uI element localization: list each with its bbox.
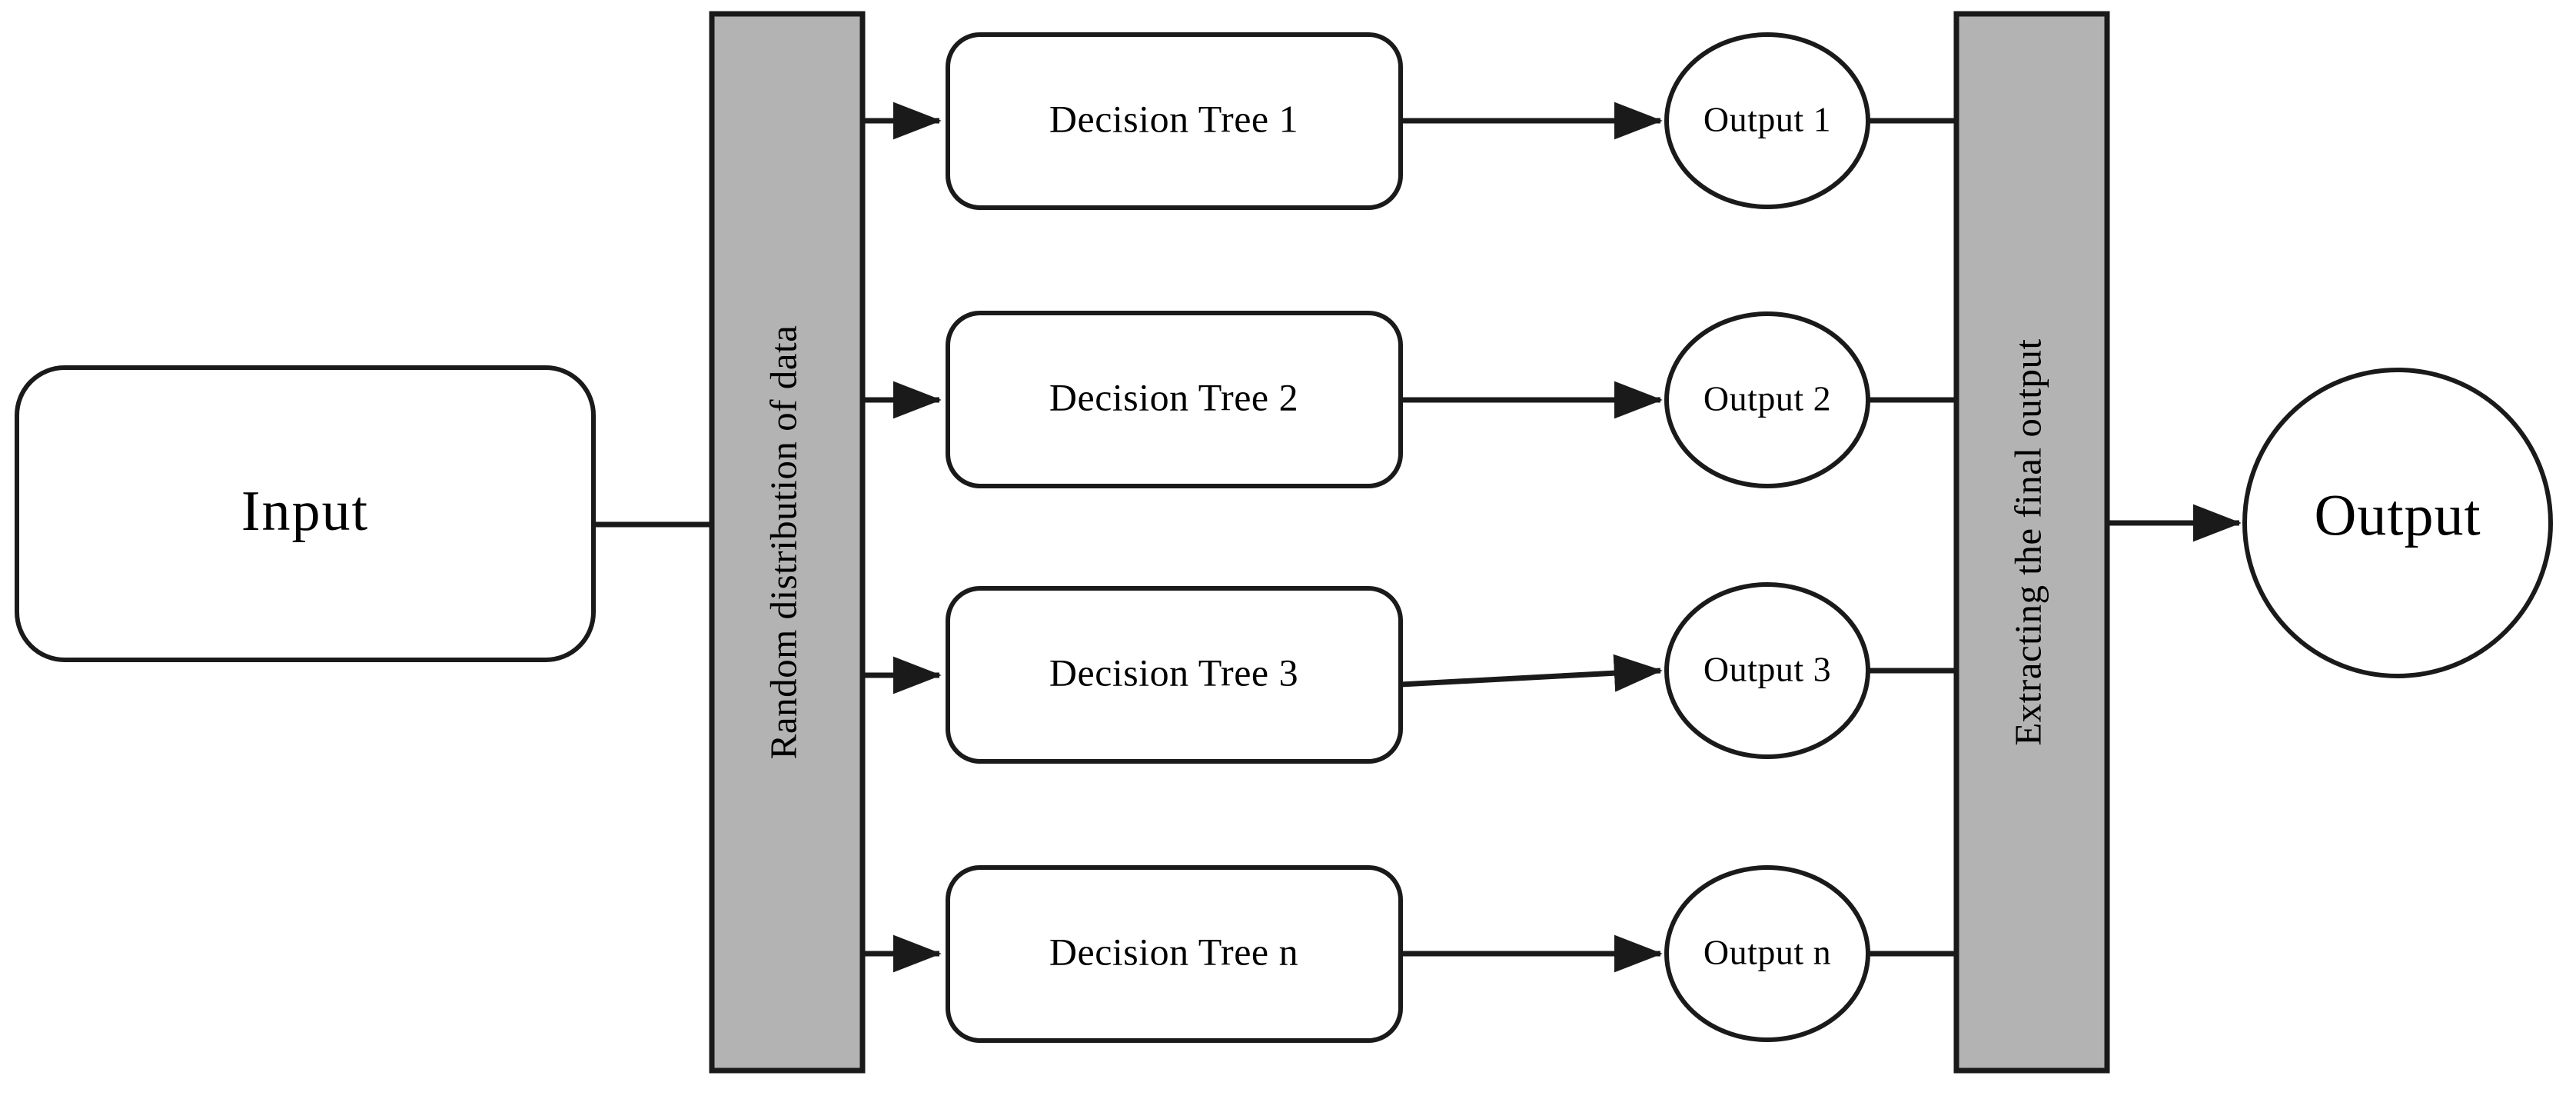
output-node-n-shape[interactable] — [1664, 865, 1870, 1042]
output-node-1-label: Output 1 — [1703, 100, 1831, 139]
output-node-3[interactable]: Output 3 — [1664, 582, 1870, 759]
distribution-band-shape[interactable] — [709, 11, 866, 1074]
decision-tree-2[interactable]: Decision Tree 2 — [946, 311, 1403, 488]
decision-tree-n-shape[interactable] — [946, 865, 1403, 1043]
output-node-final-shape[interactable] — [2242, 368, 2553, 678]
output-node-final[interactable]: Output — [2242, 368, 2553, 678]
connector-tree-3-to-output-3 — [1400, 654, 1663, 692]
decision-tree-n[interactable]: Decision Tree n — [946, 865, 1403, 1043]
output-node-final-label: Output — [2314, 483, 2481, 548]
distribution-band[interactable]: Random distribution of data — [709, 11, 866, 1074]
decision-tree-1-shape[interactable] — [946, 32, 1403, 210]
input-node-label: Input — [241, 480, 369, 543]
output-node-1-shape[interactable] — [1664, 32, 1870, 209]
aggregation-band[interactable]: Extracting the final output — [1953, 11, 2110, 1074]
output-node-2-shape[interactable] — [1664, 311, 1870, 488]
input-node[interactable]: Input — [15, 365, 596, 662]
decision-tree-1-label: Decision Tree 1 — [1049, 97, 1298, 140]
decision-tree-n-label: Decision Tree n — [1049, 930, 1298, 973]
aggregation-band-shape[interactable] — [1953, 11, 2110, 1074]
distribution-band-label: Random distribution of data — [762, 325, 804, 760]
aggregation-band-label: Extracting the final output — [2006, 338, 2049, 745]
decision-tree-3-shape[interactable] — [946, 586, 1403, 764]
output-node-n[interactable]: Output n — [1664, 865, 1870, 1042]
decision-tree-2-label: Decision Tree 2 — [1049, 375, 1298, 418]
output-node-2-label: Output 2 — [1703, 379, 1831, 418]
output-node-2[interactable]: Output 2 — [1664, 311, 1870, 488]
decision-tree-2-shape[interactable] — [946, 311, 1403, 488]
decision-tree-3-label: Decision Tree 3 — [1049, 651, 1298, 694]
output-node-n-label: Output n — [1703, 933, 1831, 972]
output-node-3-shape[interactable] — [1664, 582, 1870, 759]
output-node-1[interactable]: Output 1 — [1664, 32, 1870, 209]
decision-tree-3[interactable]: Decision Tree 3 — [946, 586, 1403, 764]
input-node-shape[interactable] — [15, 365, 596, 662]
output-node-3-label: Output 3 — [1703, 650, 1831, 689]
decision-tree-1[interactable]: Decision Tree 1 — [946, 32, 1403, 210]
